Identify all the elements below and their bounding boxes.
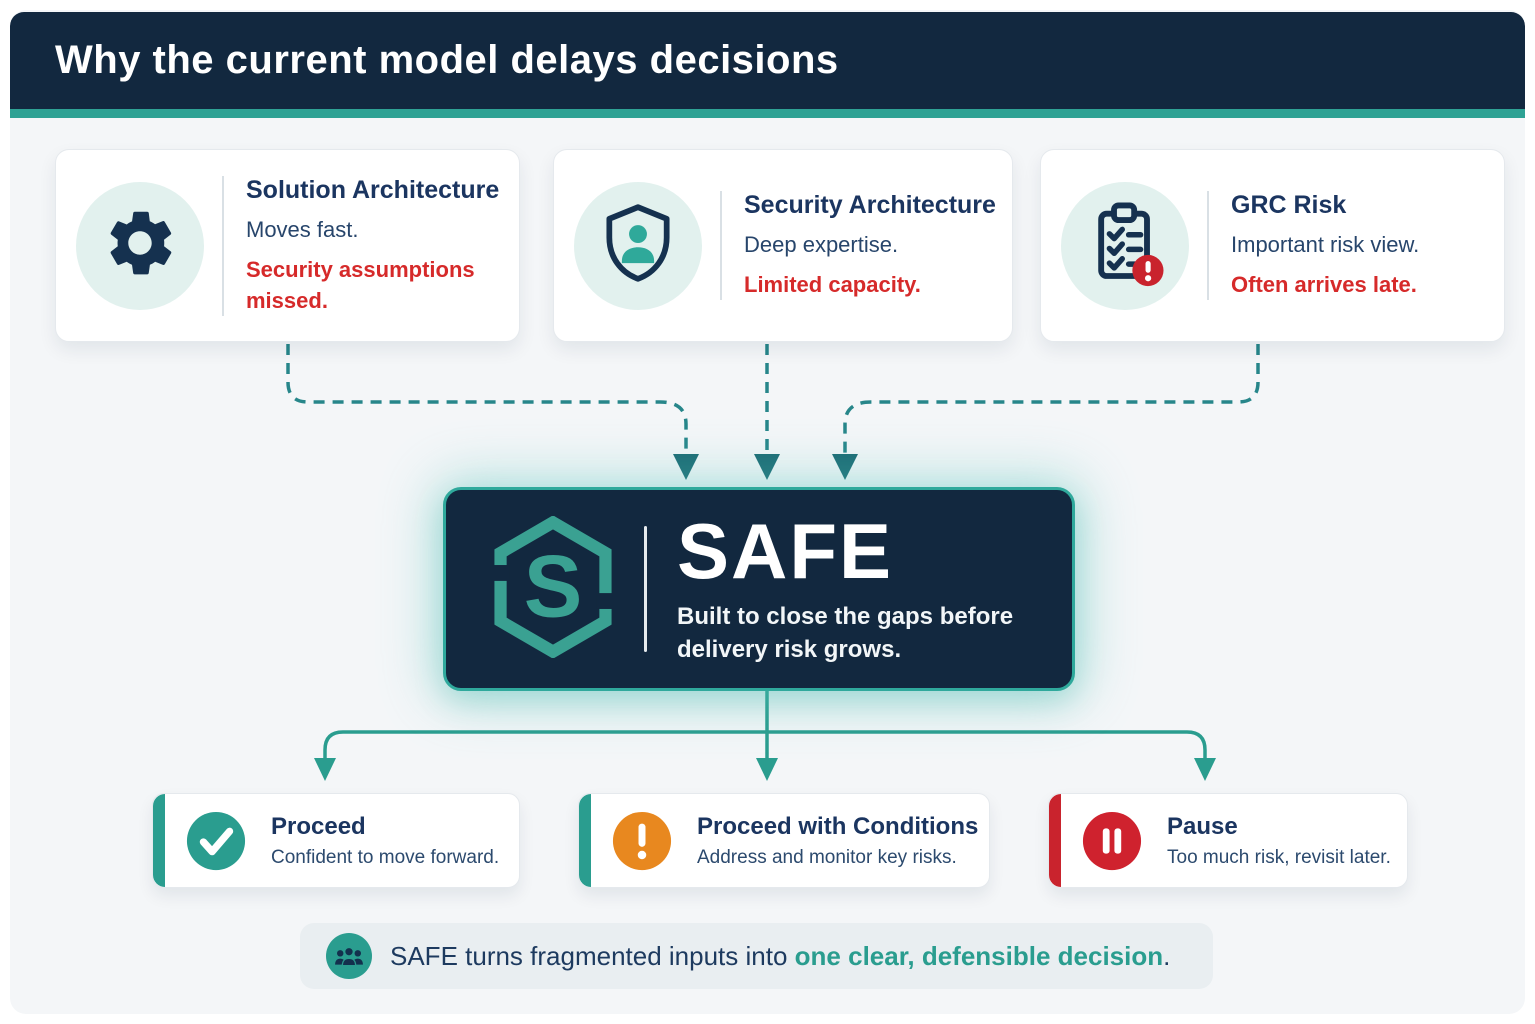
arrowhead-icon xyxy=(673,454,699,480)
arrowhead-icon xyxy=(832,454,858,480)
safe-tagline: Built to close the gaps before delivery … xyxy=(677,602,1014,663)
team-icon xyxy=(326,933,372,979)
safe-box: S SAFE Built to close the gaps before de… xyxy=(443,487,1075,691)
summary-highlight: one clear, defensible decision xyxy=(794,940,1164,971)
card-line: Moves fast. xyxy=(246,216,359,242)
accent-bar xyxy=(153,794,165,887)
card-text: Proceed Confident to move forward. xyxy=(271,813,499,869)
card-text: Solution Architecture Moves fast. Securi… xyxy=(222,175,500,316)
card-text: Pause Too much risk, revisit later. xyxy=(1167,813,1391,869)
safe-text: SAFE Built to close the gaps before deli… xyxy=(677,512,1057,666)
gear-icon xyxy=(101,204,179,287)
icon-circle xyxy=(574,181,702,310)
summary-prefix: SAFE turns fragmented inputs into xyxy=(390,940,795,971)
pause-circle-icon xyxy=(1081,810,1143,872)
clipboard-alert-icon xyxy=(1081,199,1169,292)
card-text: GRC Risk Important risk view. Often arri… xyxy=(1207,191,1419,300)
check-circle-icon xyxy=(185,810,247,872)
summary-text: SAFE turns fragmented inputs into one cl… xyxy=(390,941,1170,972)
card-proceed-with-conditions: Proceed with Conditions Address and moni… xyxy=(578,793,990,888)
summary-banner: SAFE turns fragmented inputs into one cl… xyxy=(300,923,1213,989)
card-text: Security Architecture Deep expertise. Li… xyxy=(720,191,996,300)
card-risk-line: Often arrives late. xyxy=(1231,272,1417,297)
card-subtitle: Address and monitor key risks. xyxy=(697,846,957,868)
card-title: Security Architecture xyxy=(744,191,996,219)
icon-circle xyxy=(1061,181,1189,310)
card-security-architecture: Security Architecture Deep expertise. Li… xyxy=(553,149,1013,342)
header-accent-bar xyxy=(10,109,1525,118)
card-title: Pause xyxy=(1167,812,1238,840)
dashed-arrow-right xyxy=(843,344,1260,454)
card-line: Deep expertise. xyxy=(744,232,899,257)
svg-text:S: S xyxy=(524,536,583,635)
card-line: Important risk view. xyxy=(1231,232,1420,257)
card-title: Solution Architecture xyxy=(246,175,500,204)
accent-bar xyxy=(1049,794,1061,887)
flow-connectors xyxy=(286,344,1260,781)
card-subtitle: Too much risk, revisit later. xyxy=(1167,846,1391,868)
page-title: Why the current model delays decisions xyxy=(55,38,839,82)
safe-hexagon-s-logo: S xyxy=(492,514,614,663)
card-grc-risk: GRC Risk Important risk view. Often arri… xyxy=(1040,149,1505,342)
accent-bar xyxy=(579,794,591,887)
arrowhead-icon xyxy=(756,758,778,781)
card-risk-line: Security assumptions missed. xyxy=(246,256,475,313)
summary-suffix: . xyxy=(1163,940,1171,971)
card-pause: Pause Too much risk, revisit later. xyxy=(1048,793,1408,888)
icon-circle xyxy=(76,181,204,310)
infographic-canvas: Why the current model delays decisions S… xyxy=(10,10,1525,1014)
header: Why the current model delays decisions xyxy=(10,12,1525,109)
solid-arrow-right xyxy=(767,730,1207,760)
arrowhead-icon xyxy=(754,454,780,480)
card-title: Proceed with Conditions xyxy=(697,812,979,840)
card-title: Proceed xyxy=(271,812,366,840)
card-title: GRC Risk xyxy=(1231,191,1347,219)
divider xyxy=(644,526,647,652)
card-proceed: Proceed Confident to move forward. xyxy=(152,793,520,888)
shield-user-icon xyxy=(595,200,681,291)
card-text: Proceed with Conditions Address and moni… xyxy=(697,813,978,869)
dashed-arrow-left xyxy=(286,344,688,454)
card-risk-line: Limited capacity. xyxy=(744,272,921,297)
arrowhead-icon xyxy=(314,758,336,781)
solid-arrow-left xyxy=(323,730,767,760)
safe-name: SAFE xyxy=(677,506,894,595)
card-solution-architecture: Solution Architecture Moves fast. Securi… xyxy=(55,149,520,342)
card-subtitle: Confident to move forward. xyxy=(271,846,500,868)
exclamation-circle-icon xyxy=(611,810,673,872)
arrowhead-icon xyxy=(1194,758,1216,781)
